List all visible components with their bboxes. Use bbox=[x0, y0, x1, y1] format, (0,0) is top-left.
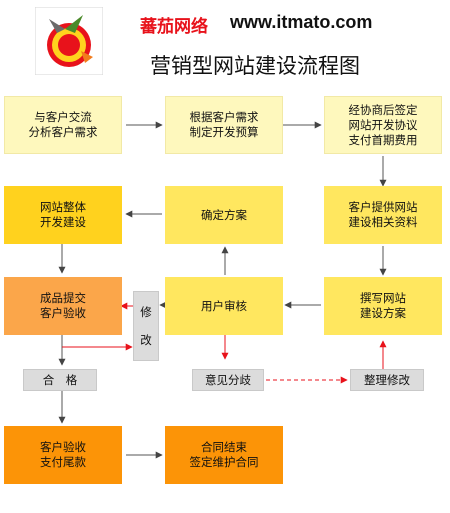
node-sign: 合同结束 签定维护合同 bbox=[165, 426, 283, 484]
node-exchange: 与客户交流 分析客户需求 bbox=[4, 96, 122, 154]
tag-revise: 整理修改 bbox=[350, 369, 424, 391]
node-plan-label: 撰写网站 建设方案 bbox=[360, 291, 406, 320]
node-materials-label: 客户提供网站 建设相关资料 bbox=[348, 200, 418, 229]
node-payment: 客户验收 支付尾款 bbox=[4, 426, 122, 484]
node-materials: 客户提供网站 建设相关资料 bbox=[324, 186, 442, 244]
tag-qualified: 合 格 bbox=[23, 369, 97, 391]
node-budget-label: 根据客户需求 制定开发预算 bbox=[189, 110, 259, 139]
node-confirm-label: 确定方案 bbox=[201, 207, 247, 222]
tag-modify-char-1: 修 bbox=[140, 305, 152, 319]
node-acceptance-label: 成品提交 客户验收 bbox=[40, 291, 86, 320]
node-develop-label: 网站整体 开发建设 bbox=[40, 200, 86, 229]
tag-modify-char-2: 改 bbox=[140, 333, 152, 347]
page-title: 营销型网站建设流程图 bbox=[150, 54, 360, 78]
node-contract: 经协商后签定 网站开发协议 支付首期费用 bbox=[324, 96, 442, 154]
node-confirm: 确定方案 bbox=[165, 186, 283, 244]
node-exchange-label: 与客户交流 分析客户需求 bbox=[28, 110, 98, 139]
site-url[interactable]: www.itmato.com bbox=[230, 12, 373, 32]
node-review-label: 用户审核 bbox=[201, 298, 247, 313]
node-payment-label: 客户验收 支付尾款 bbox=[40, 440, 86, 469]
node-budget: 根据客户需求 制定开发预算 bbox=[165, 96, 283, 154]
brand-name: 蕃茄网络 bbox=[140, 17, 208, 37]
node-review: 用户审核 bbox=[165, 277, 283, 335]
node-acceptance: 成品提交 客户验收 bbox=[4, 277, 122, 335]
node-sign-label: 合同结束 签定维护合同 bbox=[189, 440, 259, 469]
node-contract-label: 经协商后签定 网站开发协议 支付首期费用 bbox=[348, 102, 418, 147]
tag-disagree: 意见分歧 bbox=[192, 369, 264, 391]
node-plan: 撰写网站 建设方案 bbox=[324, 277, 442, 335]
tag-modify: 修 改 bbox=[133, 291, 159, 361]
node-develop: 网站整体 开发建设 bbox=[4, 186, 122, 244]
itmato-logo bbox=[34, 6, 104, 76]
